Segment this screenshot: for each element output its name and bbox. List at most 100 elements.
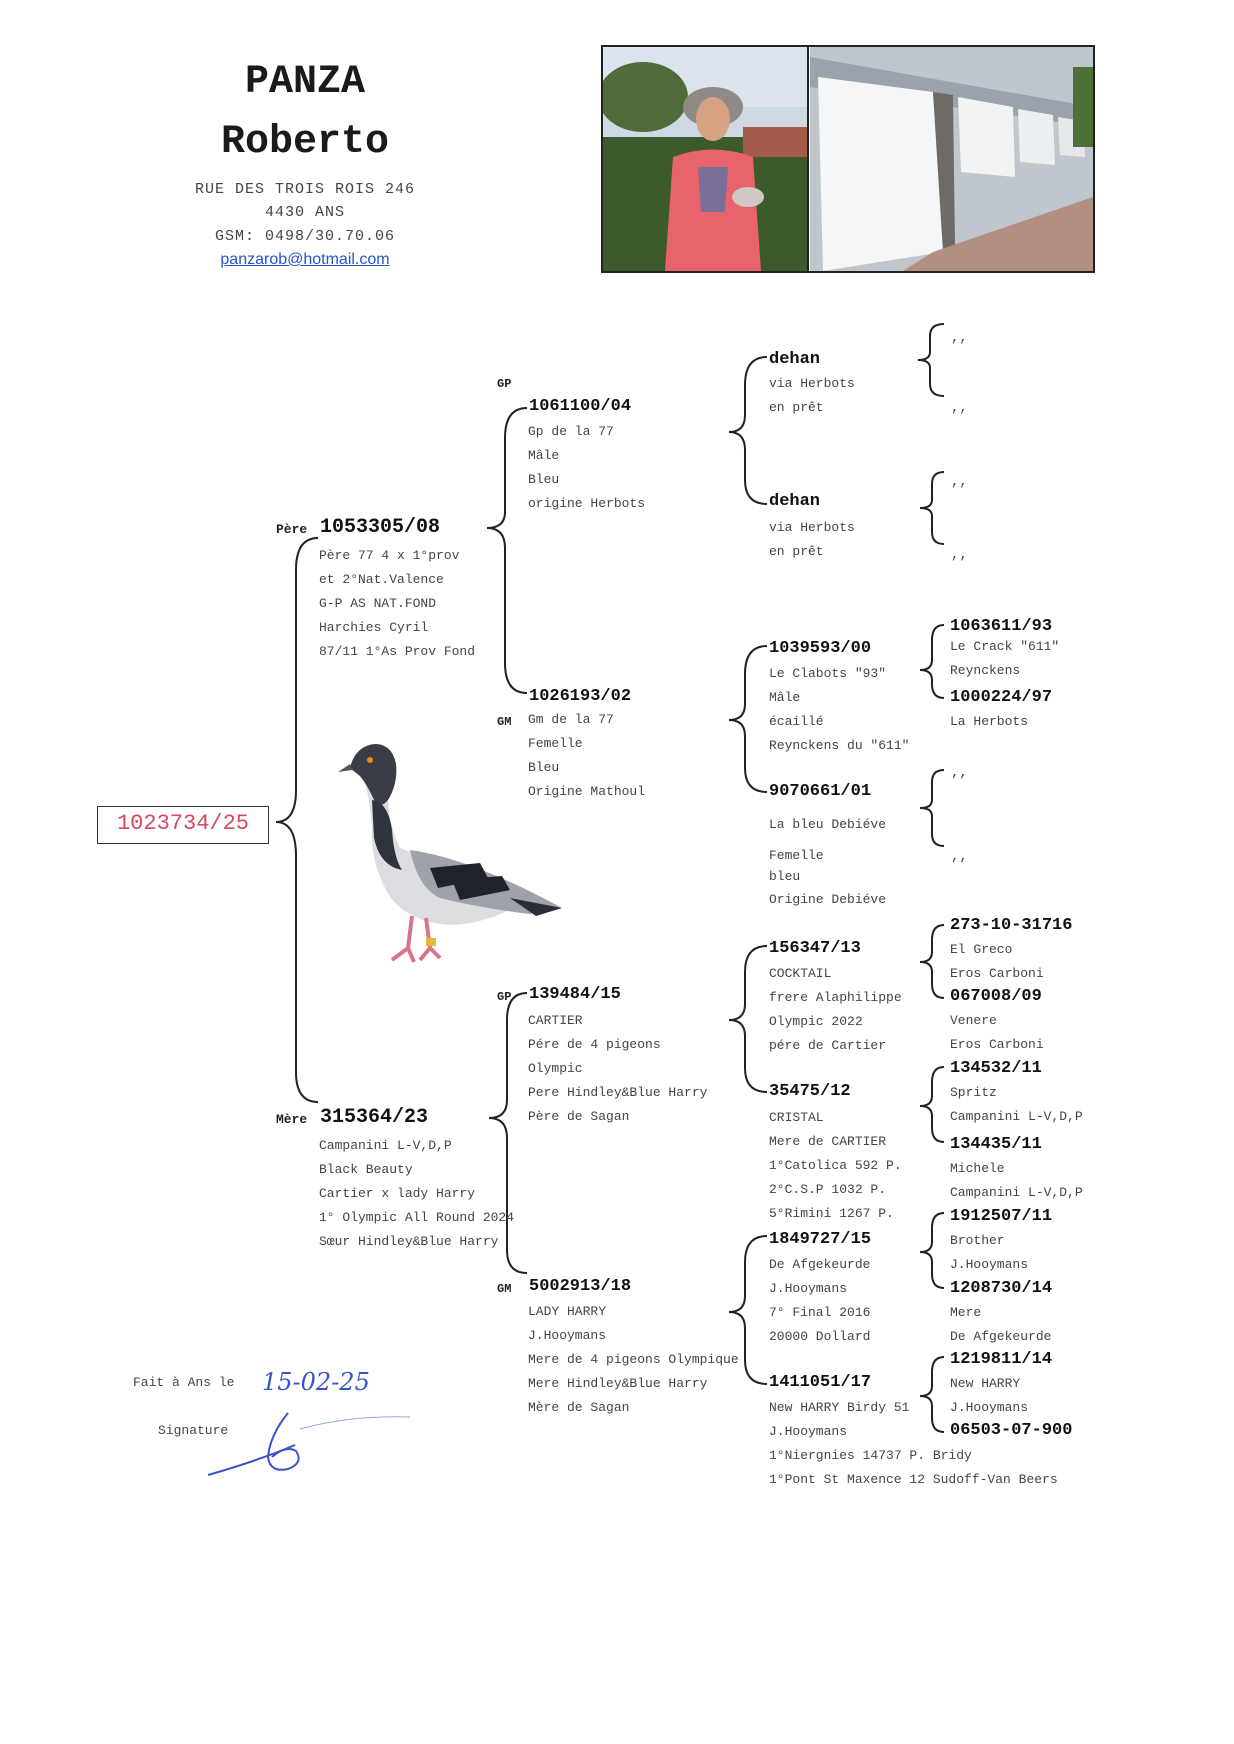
mother-note: Cartier x lady Harry (319, 1186, 476, 1201)
ggp-d-ring: 1849727/15 (769, 1230, 872, 1249)
gp1-notes: Gp de la 77 Mâle Bleu origine Herbots (528, 420, 645, 516)
gm2-notes: LADY HARRY J.Hooymans Mere de 4 pigeons … (528, 1300, 739, 1420)
gm1-tag: GM (497, 715, 512, 729)
g4-c2-p-notes: Spritz Campanini L-V,D,P (950, 1081, 1083, 1129)
father-note: 87/11 1°As Prov Fond (319, 644, 476, 659)
pigeon-illustration-icon (338, 744, 562, 963)
ggp-b-note: écaillé (769, 714, 824, 729)
gp1-note: Bleu (528, 472, 560, 487)
ggm-c-note: 5°Rimini 1267 P. (769, 1206, 894, 1221)
ggp-d-note: 7° Final 2016 (769, 1305, 871, 1320)
gp1-note: Mâle (528, 448, 560, 463)
ggp-a-note: via Herbots (769, 376, 855, 391)
g4-note: De Afgekeurde (950, 1329, 1052, 1344)
g4-note: Campanini L-V,D,P (950, 1185, 1083, 1200)
g4-note: El Greco (950, 942, 1013, 957)
ggm-c-note: CRISTAL (769, 1110, 824, 1125)
ggm-c-ring: 35475/12 (769, 1082, 851, 1101)
ggp-a-notes: via Herbots en prêt (769, 372, 855, 420)
ggp-c-ring: 156347/13 (769, 939, 861, 958)
father-note: G-P AS NAT.FOND (319, 596, 437, 611)
owner-email-link[interactable]: panzarob@hotmail.com (220, 251, 390, 268)
gp1-tag: GP (497, 377, 512, 391)
gm1-notes: Gm de la 77 Femelle Bleu Origine Mathoul (528, 708, 645, 804)
g4-note: Michele (950, 1161, 1005, 1176)
ggp-c-note: pére de Cartier (769, 1038, 887, 1053)
mother-note: Sœur Hindley&Blue Harry (319, 1234, 499, 1249)
g4-note: J.Hooymans (950, 1257, 1029, 1272)
ggm-c-note: Mere de CARTIER (769, 1134, 887, 1149)
handwritten-signature-icon (207, 1412, 411, 1476)
g4-d1-m-notes: Mere De Afgekeurde (950, 1301, 1051, 1349)
gm1-note: Gm de la 77 (528, 712, 614, 727)
gp2-note: Olympic (528, 1061, 583, 1076)
gm2-note: Mère de Sagan (528, 1400, 630, 1415)
g4-b-p-notes: Le Crack "611" Reynckens (950, 635, 1059, 683)
g4-note: Spritz (950, 1085, 997, 1100)
mother-ring: 315364/23 (320, 1106, 429, 1129)
gp2-note: CARTIER (528, 1013, 583, 1028)
signature-label: Signature (158, 1423, 229, 1438)
owner-gsm: GSM: 0498/30.70.06 (214, 228, 396, 245)
father-notes: Père 77 4 x 1°prov et 2°Nat.Valence G-P … (319, 544, 475, 664)
mother-notes: Campanini L-V,D,P Black Beauty Cartier x… (319, 1134, 514, 1254)
gp1-note: Gp de la 77 (528, 424, 614, 439)
ggm-d-notes: New HARRY Birdy 51 J.Hooymans 1°Niergnie… (769, 1396, 1058, 1492)
g4-d1-p-notes: Brother J.Hooymans (950, 1229, 1028, 1277)
g4-note: Le Crack "611" (950, 639, 1060, 654)
ggm-b-note: bleu (769, 869, 801, 884)
unknown-quote: ,, (951, 330, 968, 346)
gm2-note: Mere de 4 pigeons Olympique (528, 1352, 739, 1367)
g4-d1-p-ring: 1912507/11 (950, 1207, 1053, 1226)
father-label: Père (276, 522, 308, 537)
gm1-note: Femelle (528, 736, 583, 751)
father-note: et 2°Nat.Valence (319, 572, 444, 587)
gm1-note: Origine Mathoul (528, 784, 646, 799)
g4-note: Eros Carboni (950, 966, 1044, 981)
g4-b-p-ring: 1063611/93 (950, 617, 1053, 636)
mother-label: Mère (276, 1112, 308, 1127)
owner-photos (601, 45, 1095, 273)
g4-note: Reynckens (950, 663, 1021, 678)
owner-first-name: Roberto (220, 120, 390, 165)
ggm-d-note: New HARRY Birdy 51 (769, 1400, 910, 1415)
signed-date: 15-02-25 (262, 1368, 370, 1396)
ggp-d-note: De Afgekeurde (769, 1257, 871, 1272)
g4-note: Campanini L-V,D,P (950, 1109, 1083, 1124)
g4-d2-p-notes: New HARRY J.Hooymans (950, 1372, 1028, 1420)
g4-b-m-ring: 1000224/97 (950, 688, 1053, 707)
ggp-b-note: Reynckens du "611" (769, 738, 910, 753)
ggm-c-notes: CRISTAL Mere de CARTIER 1°Catolica 592 P… (769, 1106, 902, 1226)
gm2-note: LADY HARRY (528, 1304, 607, 1319)
ggp-b-note: Mâle (769, 690, 801, 705)
ggp-b-ring: 1039593/00 (769, 639, 872, 658)
g4-note: Eros Carboni (950, 1037, 1044, 1052)
gp2-note: Pére de 4 pigeons (528, 1037, 661, 1052)
gp2-tag: GP (497, 990, 512, 1004)
owner-street: RUE DES TROIS ROIS 246 (194, 181, 416, 198)
unknown-quote: ,, (951, 547, 968, 563)
g4-d1-m-ring: 1208730/14 (950, 1279, 1053, 1298)
photo-collage-image (603, 47, 1093, 271)
gp2-notes: CARTIER Pére de 4 pigeons Olympic Pere H… (528, 1009, 707, 1129)
g4-c1-p-notes: El Greco Eros Carboni (950, 938, 1044, 986)
ggm-d-note: 1°Niergnies 14737 P. Bridy (769, 1448, 972, 1463)
g4-c1-p-ring: 273-10-31716 (950, 916, 1073, 935)
unknown-quote: ,, (951, 849, 968, 865)
father-note: Père 77 4 x 1°prov (319, 548, 460, 563)
ggm-a-note: via Herbots (769, 520, 855, 535)
owner-last-name: PANZA (244, 60, 366, 105)
gm2-ring: 5002913/18 (529, 1277, 632, 1296)
gm2-tag: GM (497, 1282, 512, 1296)
ggp-b-note: Le Clabots "93" (769, 666, 887, 681)
father-ring: 1053305/08 (320, 516, 441, 539)
ggm-d-note: J.Hooymans (769, 1424, 848, 1439)
ggp-d-note: 20000 Dollard (769, 1329, 871, 1344)
mother-note: 1° Olympic All Round 2024 (319, 1210, 515, 1225)
gp2-ring: 139484/15 (529, 985, 621, 1004)
g4-note: Mere (950, 1305, 982, 1320)
g4-c1-m-ring: 067008/09 (950, 987, 1042, 1006)
ggp-d-notes: De Afgekeurde J.Hooymans 7° Final 2016 2… (769, 1253, 870, 1349)
ggm-b-note: Origine Debiéve (769, 892, 887, 907)
